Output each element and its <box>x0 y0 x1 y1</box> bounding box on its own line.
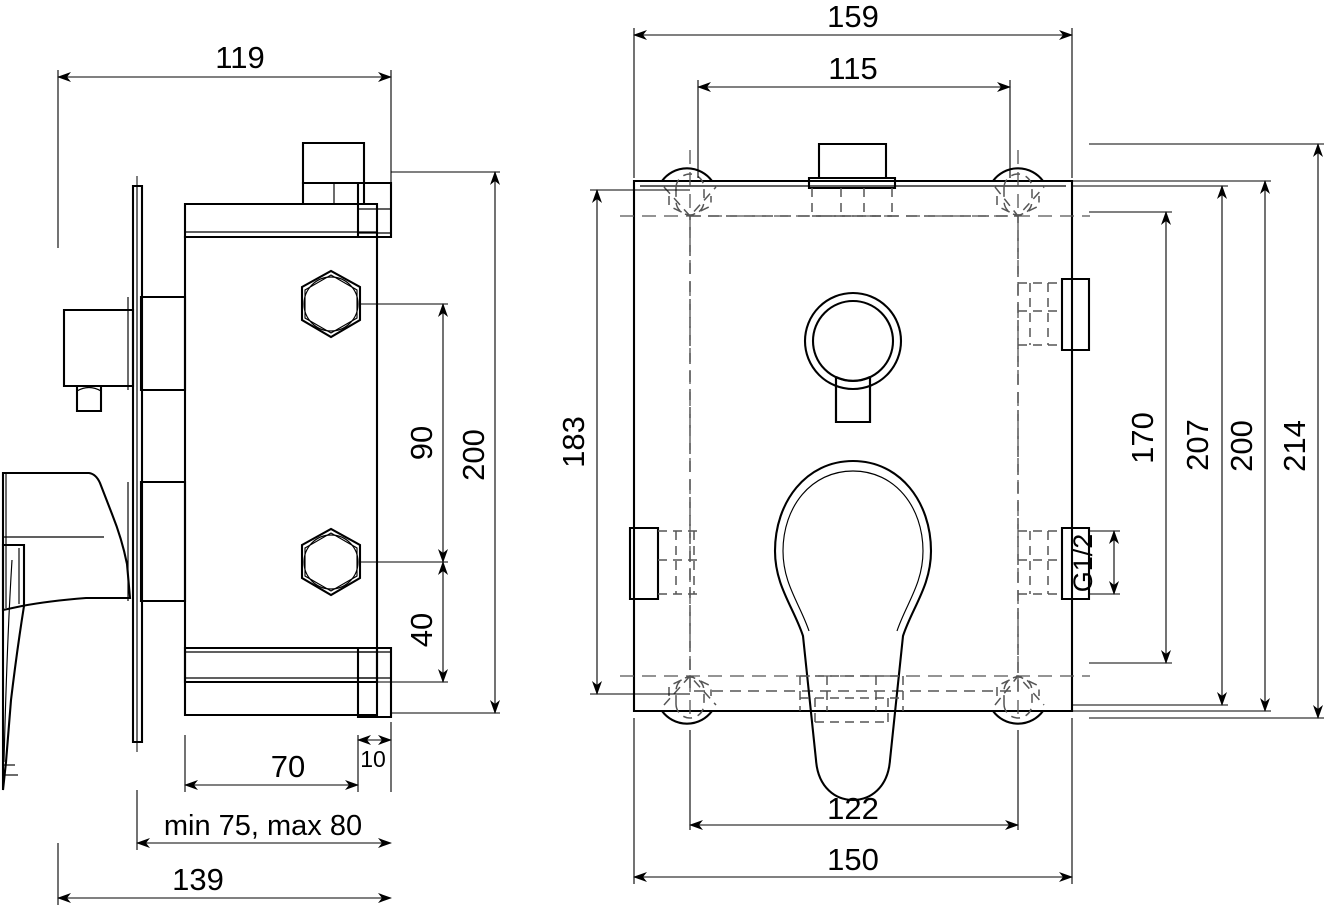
dim-label-115: 115 <box>828 51 877 86</box>
dim-label-40: 40 <box>404 613 439 647</box>
dim-label-70: 70 <box>271 749 305 784</box>
front-view-dimensions <box>590 28 1324 884</box>
dim-label-200-side: 200 <box>456 429 491 481</box>
dim-label-139: 139 <box>172 862 224 897</box>
dimension-labels: 119 200 90 40 70 10 min 75, max 80 139 1… <box>164 0 1312 897</box>
dim-label-10: 10 <box>360 746 386 772</box>
dim-label-90: 90 <box>404 426 439 460</box>
dim-label-150: 150 <box>827 842 879 877</box>
dim-label-200-front: 200 <box>1224 420 1259 472</box>
dim-label-214: 214 <box>1277 420 1312 472</box>
side-view-geometry <box>1 141 393 791</box>
dim-label-170: 170 <box>1125 412 1160 464</box>
dim-label-183: 183 <box>556 416 591 468</box>
dim-label-207: 207 <box>1180 419 1215 471</box>
side-view-dimensions <box>57 70 500 905</box>
dim-label-159: 159 <box>827 0 879 34</box>
dim-label-122: 122 <box>827 791 879 826</box>
dim-label-119: 119 <box>215 40 264 75</box>
dim-label-g12: G1/2 <box>1068 534 1098 593</box>
dim-label-minmax: min 75, max 80 <box>164 810 362 842</box>
front-view-geometry <box>620 142 1091 802</box>
